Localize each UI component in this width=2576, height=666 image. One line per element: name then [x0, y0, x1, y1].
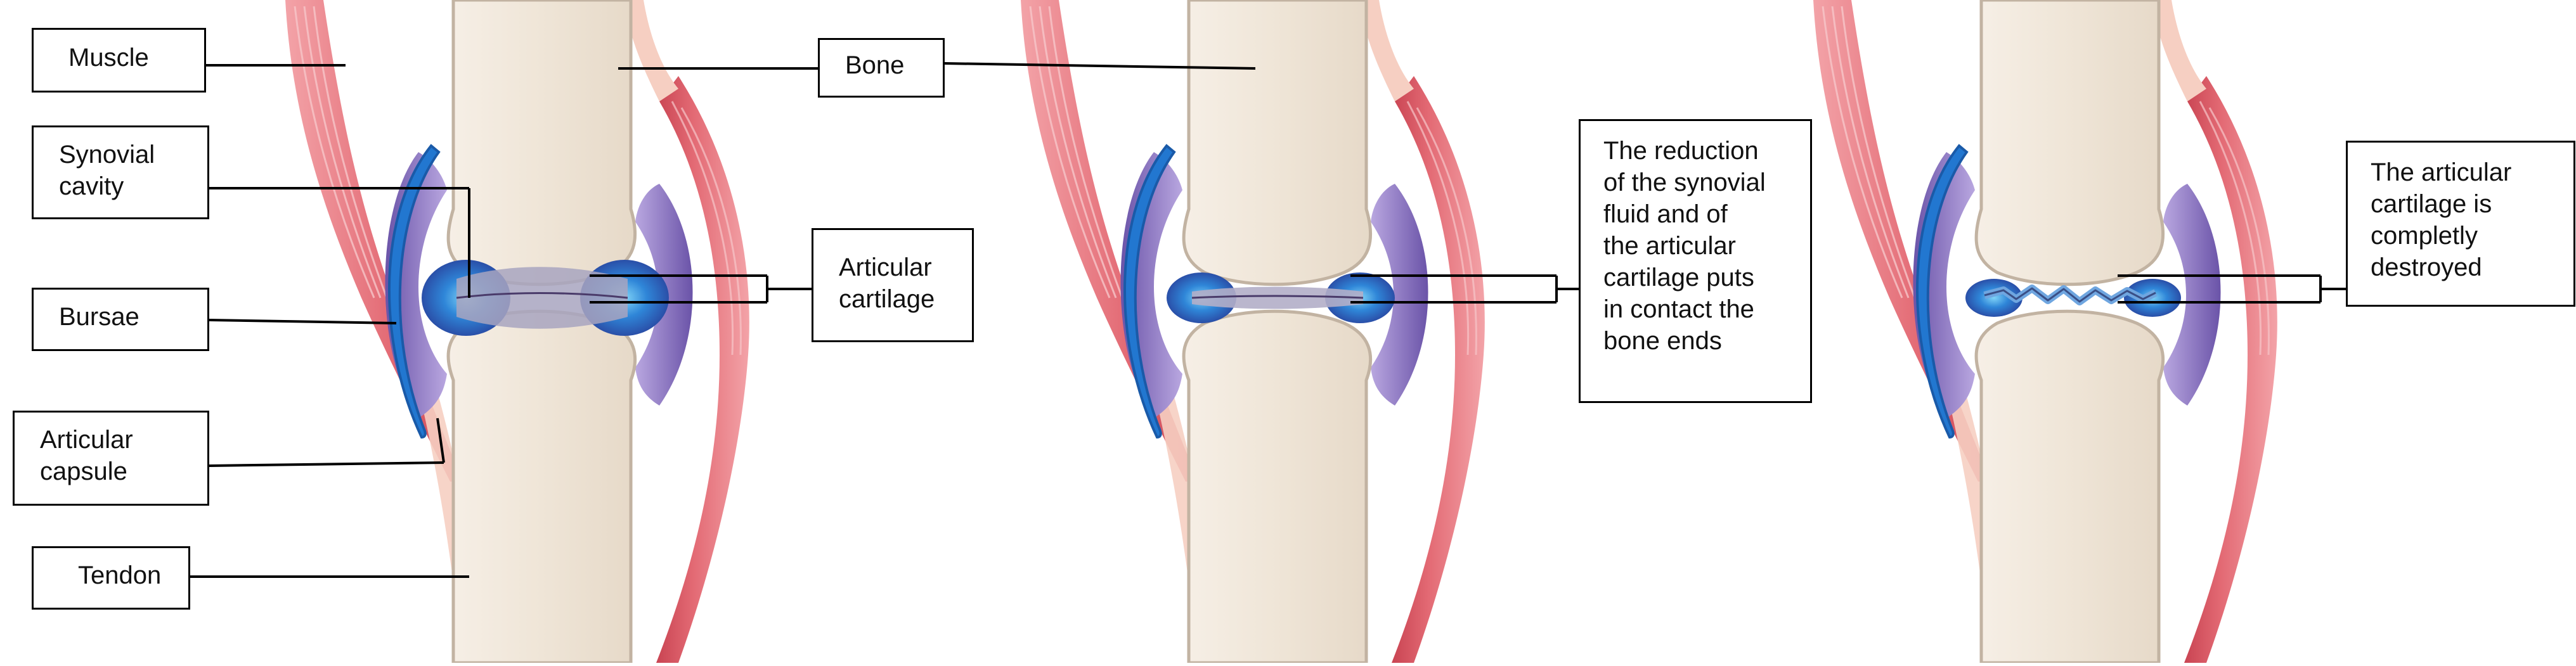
label-muscle: Muscle — [32, 28, 206, 93]
label-tendon: Tendon — [32, 546, 190, 610]
joint-panel-reduced — [1021, 0, 1485, 663]
label-destroyed-note: The articular cartilage is completly des… — [2346, 141, 2575, 307]
label-bone: Bone — [818, 38, 945, 98]
label-bursae: Bursae — [32, 288, 209, 351]
label-synovial-cavity: Synovial cavity — [32, 125, 209, 219]
joint-panel-healthy — [285, 0, 749, 663]
label-articular-capsule: Articular capsule — [13, 411, 209, 506]
articular-cartilage-band — [456, 267, 628, 329]
label-articular-cartilage: Articular cartilage — [812, 228, 974, 342]
synovial-fluid-left — [1965, 279, 2023, 317]
leader-lines — [190, 62, 2346, 578]
articular-cartilage-band — [1192, 286, 1363, 309]
label-reduction-note: The reduction of the synovial fluid and … — [1579, 119, 1812, 403]
joint-panel-destroyed — [1813, 0, 2277, 663]
